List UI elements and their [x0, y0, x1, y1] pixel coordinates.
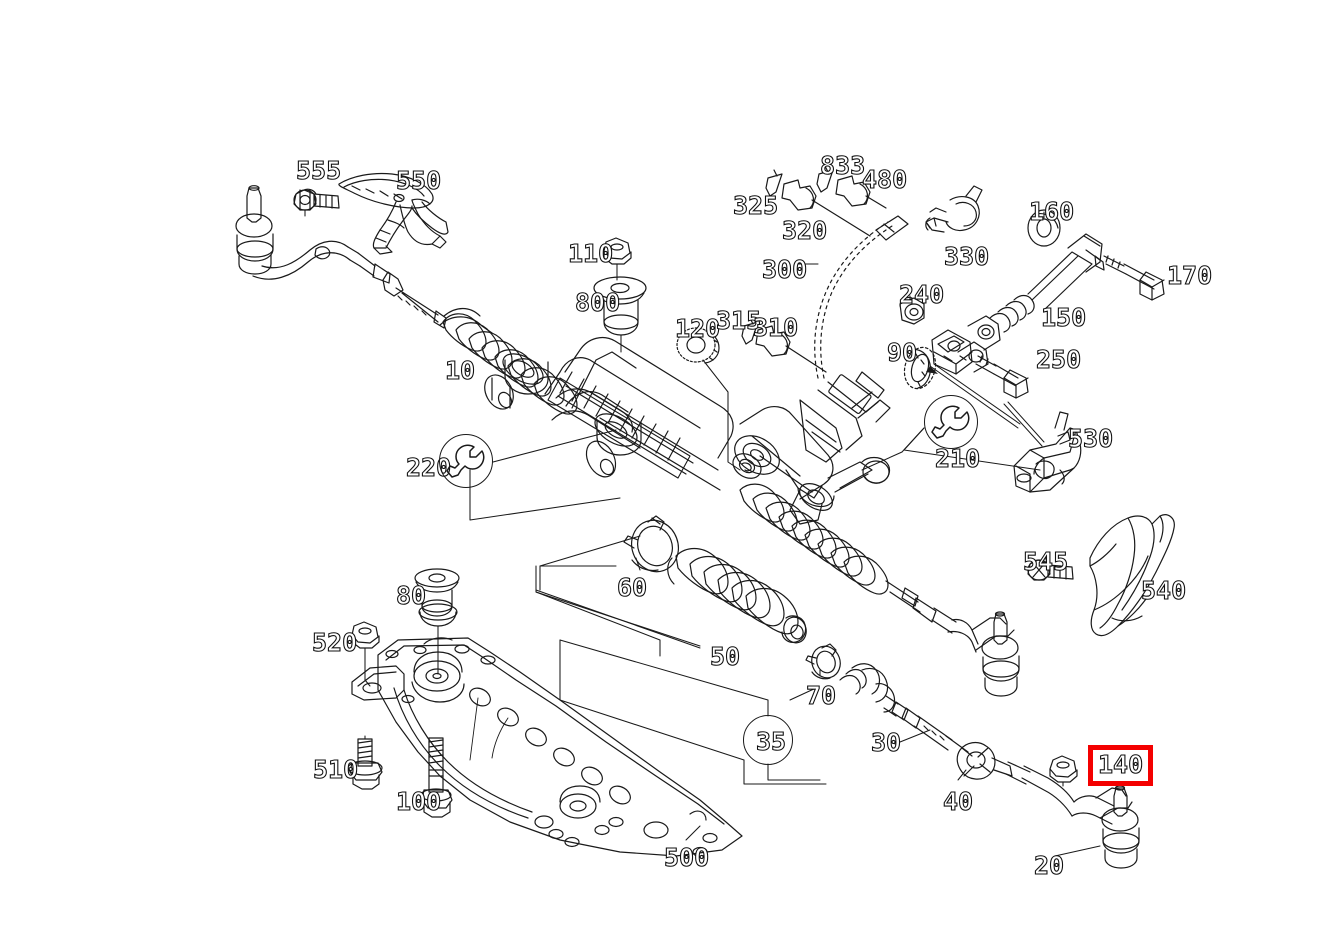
callout-label-80[interactable]: 80 — [395, 581, 427, 610]
steering-gear-housing — [484, 337, 891, 525]
part-120-seal — [676, 327, 720, 364]
part-310-connector — [755, 325, 827, 373]
callout-label-50[interactable]: 50 — [709, 642, 741, 671]
callout-label-550[interactable]: 550 — [395, 166, 442, 195]
wrench-icon — [446, 444, 485, 478]
part-20-outer-tie-rod — [1021, 765, 1140, 869]
callout-label-90[interactable]: 90 — [886, 338, 918, 367]
part-540-heat-shield — [1089, 514, 1175, 637]
right-bellows — [739, 483, 889, 595]
part-530-bracket — [1013, 411, 1082, 493]
part-170-bolt — [1103, 255, 1165, 301]
callout-label-210[interactable]: 210 — [934, 444, 981, 473]
part-315-arrow — [741, 317, 759, 345]
callout-label-300[interactable]: 300 — [761, 255, 808, 284]
left-tie-rod-end — [235, 185, 447, 329]
callout-label-40[interactable]: 40 — [942, 787, 974, 816]
part-320-connector — [781, 179, 871, 237]
callout-label-540[interactable]: 540 — [1140, 576, 1187, 605]
leader-250-to-joint — [926, 363, 1021, 429]
part-70-clamp — [805, 643, 841, 680]
part-500-subframe — [351, 637, 743, 858]
callout-label-120[interactable]: 120 — [674, 314, 721, 343]
callout-label-60[interactable]: 60 — [616, 573, 648, 602]
wrench-icon — [931, 405, 970, 439]
torque-wrench-bubble-220 — [439, 434, 493, 488]
callout-label-150[interactable]: 150 — [1040, 303, 1087, 332]
group-bubble-35 — [743, 715, 793, 765]
callout-label-140-highlighted[interactable]: 140 — [1088, 745, 1154, 786]
part-140-nut — [1049, 755, 1078, 783]
right-tie-rod-end — [885, 580, 1020, 697]
callout-label-555[interactable]: 555 — [295, 156, 342, 185]
callout-label-110[interactable]: 110 — [567, 239, 614, 268]
callout-label-10[interactable]: 10 — [444, 356, 476, 385]
callout-label-530[interactable]: 530 — [1067, 424, 1114, 453]
callout-label-30[interactable]: 30 — [870, 728, 902, 757]
callout-label-330[interactable]: 330 — [943, 242, 990, 271]
part-480-connector — [835, 175, 887, 209]
leader-530 — [1003, 401, 1045, 447]
part-510-bolt — [347, 738, 383, 790]
callout-label-325[interactable]: 325 — [732, 191, 779, 220]
callout-label-520[interactable]: 520 — [311, 628, 358, 657]
callout-label-800[interactable]: 800 — [574, 288, 621, 317]
callout-label-250[interactable]: 250 — [1035, 345, 1082, 374]
part-545-bolt — [1027, 559, 1074, 581]
callout-label-170[interactable]: 170 — [1166, 261, 1213, 290]
callout-label-100[interactable]: 100 — [395, 787, 442, 816]
part-100-bolt — [420, 737, 453, 818]
callout-label-310[interactable]: 310 — [752, 313, 799, 342]
callout-label-70[interactable]: 70 — [805, 681, 837, 710]
callout-label-20[interactable]: 20 — [1033, 851, 1065, 880]
callout-label-240[interactable]: 240 — [898, 280, 945, 309]
part-300-hose-coupling — [875, 215, 909, 241]
part-520-nut — [351, 621, 380, 649]
part-160-washer — [1027, 209, 1061, 247]
callout-label-315[interactable]: 315 — [715, 306, 762, 335]
left-bellows — [439, 307, 578, 415]
group-35-bracket — [535, 565, 827, 785]
part-110-nut — [603, 237, 632, 265]
callout-label-545[interactable]: 545 — [1022, 547, 1069, 576]
part-325-arrow — [765, 169, 783, 197]
part-800-bushing — [593, 276, 647, 336]
callout-label-480[interactable]: 480 — [861, 165, 908, 194]
part-80-bushing — [414, 568, 460, 627]
callout-label-160[interactable]: 160 — [1028, 197, 1075, 226]
callout-label-510[interactable]: 510 — [312, 755, 359, 784]
part-833-arrow — [816, 165, 834, 193]
torque-wrench-bubble-210 — [924, 395, 978, 449]
part-550-shield — [338, 172, 449, 255]
callout-label-833[interactable]: 833 — [819, 151, 866, 180]
part-300-hose-line — [814, 221, 893, 379]
part-250-bolt — [975, 355, 1029, 399]
part-40-adjusting-sleeve — [956, 741, 1031, 785]
part-30-inner-tie-rod — [839, 663, 969, 753]
part-330-clip — [925, 185, 983, 233]
part-50-bellows — [667, 547, 807, 644]
callout-label-500[interactable]: 500 — [663, 843, 710, 872]
part-60-clamp — [623, 515, 679, 573]
part-555-bolt — [293, 188, 340, 211]
part-150-steering-shaft — [931, 233, 1105, 375]
callout-label-320[interactable]: 320 — [781, 216, 828, 245]
